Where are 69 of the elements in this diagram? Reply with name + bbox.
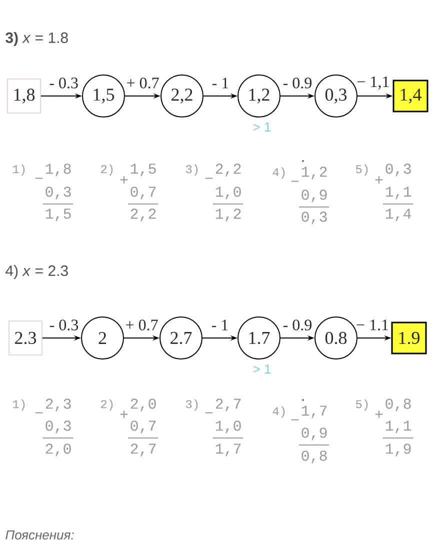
column-number: 1,5 xyxy=(130,164,156,176)
column-number: 0,8 xyxy=(386,398,411,412)
edge-label: - 1 xyxy=(212,78,228,88)
step-number: 3) xyxy=(186,164,198,176)
note-text: > 1 xyxy=(253,364,271,374)
step-number: 1) xyxy=(13,399,25,411)
result-number: 1,2 xyxy=(216,208,241,222)
column-number: 2,3 xyxy=(46,398,71,412)
column-number: 0,9 xyxy=(302,190,327,202)
result-number: 2,0 xyxy=(46,444,71,456)
result-box: 1,4 xyxy=(392,80,428,112)
number-box: 2.3 xyxy=(8,320,42,356)
operation-sign: + xyxy=(120,176,128,184)
task-heading: 3) x = 1.8 xyxy=(6,32,68,46)
column-number: 0,3 xyxy=(386,164,411,176)
column-number: 2,7 xyxy=(216,398,241,412)
step-number: 3) xyxy=(186,399,198,411)
column-number: 2,0 xyxy=(130,398,156,412)
operation-sign: + xyxy=(375,176,383,184)
column-number: 1,1 xyxy=(386,420,412,434)
result-number: 2,7 xyxy=(130,444,156,456)
operation-sign: − xyxy=(205,178,213,179)
number-box: 1,8 xyxy=(7,78,41,114)
column-number: 2,2 xyxy=(216,164,241,176)
operation-sign: − xyxy=(205,412,213,414)
column-number: 1,1 xyxy=(386,186,412,200)
result-number: 1,5 xyxy=(46,208,71,222)
edge-label: − 1.1 xyxy=(356,320,388,330)
result-box: 1.9 xyxy=(391,322,427,354)
step-number: 2) xyxy=(101,399,113,411)
column-number: 0,3 xyxy=(46,186,71,200)
result-number: 2,2 xyxy=(130,208,156,222)
column-number: 1,7 xyxy=(302,406,327,418)
column-number: 0,3 xyxy=(46,420,71,434)
edge-label: - 0.9 xyxy=(283,78,312,88)
operation-sign: − xyxy=(35,412,43,414)
edge-label: − 1,1 xyxy=(357,76,389,90)
column-number: 1,8 xyxy=(46,164,71,176)
result-number: 0,8 xyxy=(302,450,327,464)
operation-sign: + xyxy=(120,410,128,418)
result-number: 1,7 xyxy=(216,444,241,456)
step-number: 5) xyxy=(356,164,368,176)
operation-sign: − xyxy=(291,180,299,182)
step-number: 4) xyxy=(272,167,285,179)
edge-label: + 0.7 xyxy=(126,320,158,330)
edge-label: - 0.9 xyxy=(283,320,312,330)
step-number: 5) xyxy=(356,399,368,411)
column-number: 1,0 xyxy=(216,420,241,434)
column-number: 0,9 xyxy=(302,428,327,440)
column-number: 1,0 xyxy=(216,186,241,200)
step-number: 1) xyxy=(13,164,25,176)
step-number: 2) xyxy=(101,164,113,176)
result-number: 0,3 xyxy=(302,212,327,224)
caption-heading: Пояснения: xyxy=(6,530,74,540)
step-number: 4) xyxy=(272,406,285,418)
column-number: 0,7 xyxy=(130,186,156,200)
operation-sign: − xyxy=(35,178,43,179)
operation-sign: − xyxy=(291,419,299,420)
edge-label: - 1 xyxy=(212,320,228,330)
column-number: 0,7 xyxy=(130,420,156,434)
operation-sign: + xyxy=(375,410,383,418)
result-number: 1,4 xyxy=(386,208,412,222)
edge-label: - 0.3 xyxy=(50,78,78,88)
edge-label: + 0.7 xyxy=(127,78,159,88)
task-heading: 4) x = 2.3 xyxy=(6,265,68,279)
edge-label: - 0.3 xyxy=(50,320,78,330)
result-number: 1,9 xyxy=(386,444,411,456)
column-number: 1,2 xyxy=(302,166,327,180)
note-text: > 1 xyxy=(253,122,271,132)
